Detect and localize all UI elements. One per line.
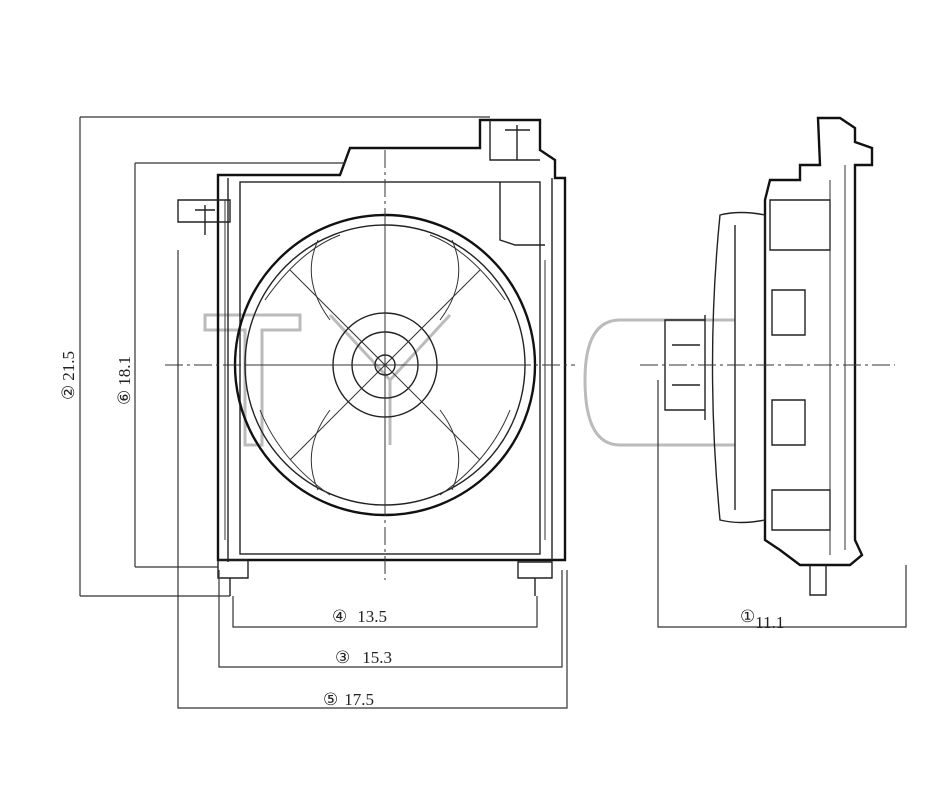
dimension-1: ①11.1 — [657, 380, 907, 632]
tyc-watermark-logo — [203, 313, 735, 447]
side-view — [640, 116, 895, 596]
dimension-2-label: ②21.5 — [59, 351, 78, 400]
dimension-6: ⑥18.1 — [115, 162, 345, 568]
dimension-1-label: ①11.1 — [740, 607, 784, 632]
dimension-2: ②21.5 — [59, 116, 490, 597]
dimension-6-label: ⑥18.1 — [115, 356, 134, 405]
front-view — [165, 118, 575, 596]
